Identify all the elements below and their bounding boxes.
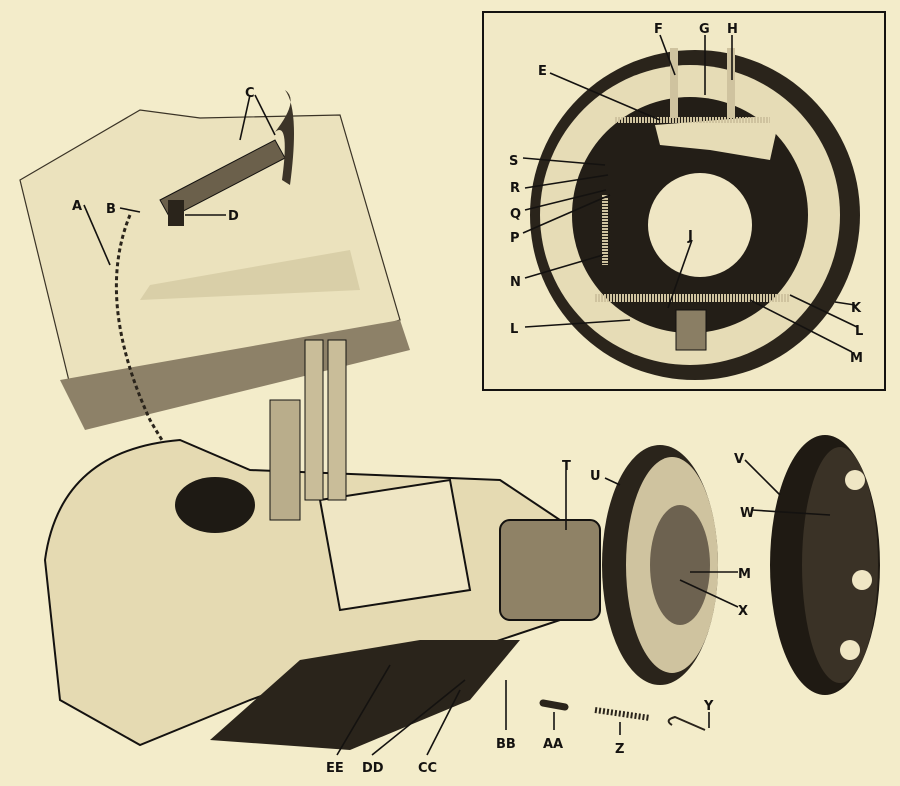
label-j: J (687, 229, 693, 244)
dash-panel (19, 109, 410, 430)
label-g: G (699, 22, 710, 37)
label-p: P (510, 231, 520, 246)
label-x: X (738, 604, 748, 619)
link-aa (539, 699, 569, 711)
brake-drum (602, 445, 718, 685)
label-w: W (740, 506, 754, 521)
label-h: H (727, 22, 738, 37)
leader-lines (83, 34, 858, 756)
label-d: D (228, 209, 239, 224)
part-labels: C B D A E F G H S R Q P N J K L L M T U … (72, 22, 863, 776)
label-cc: CC (418, 761, 437, 776)
label-u: U (590, 469, 601, 484)
label-a: A (72, 199, 82, 214)
pin-y (667, 715, 706, 731)
label-t: T (562, 459, 571, 474)
transmission-housing (43, 339, 601, 750)
label-aa: AA (543, 737, 563, 752)
label-k: K (851, 301, 862, 316)
label-l-right: L (855, 324, 863, 339)
label-z: Z (615, 742, 624, 757)
hand-brake-lever (159, 90, 294, 226)
label-dd: DD (362, 761, 384, 776)
label-b: B (106, 202, 116, 217)
label-q: Q (510, 207, 521, 222)
label-l-left: L (510, 322, 518, 337)
label-r: R (510, 181, 520, 196)
label-ee: EE (326, 761, 344, 776)
label-c: C (245, 86, 255, 101)
label-y: Y (703, 699, 714, 714)
label-v: V (734, 452, 744, 467)
label-n: N (510, 275, 521, 290)
label-bb: BB (496, 737, 516, 752)
inset-panel (482, 11, 886, 391)
label-e: E (538, 64, 547, 79)
label-m-inset: M (850, 351, 863, 366)
spring-z (594, 707, 651, 721)
pulley-drum (770, 435, 880, 695)
label-m-drum: M (738, 567, 751, 582)
label-f: F (654, 22, 663, 37)
label-s: S (509, 154, 518, 169)
